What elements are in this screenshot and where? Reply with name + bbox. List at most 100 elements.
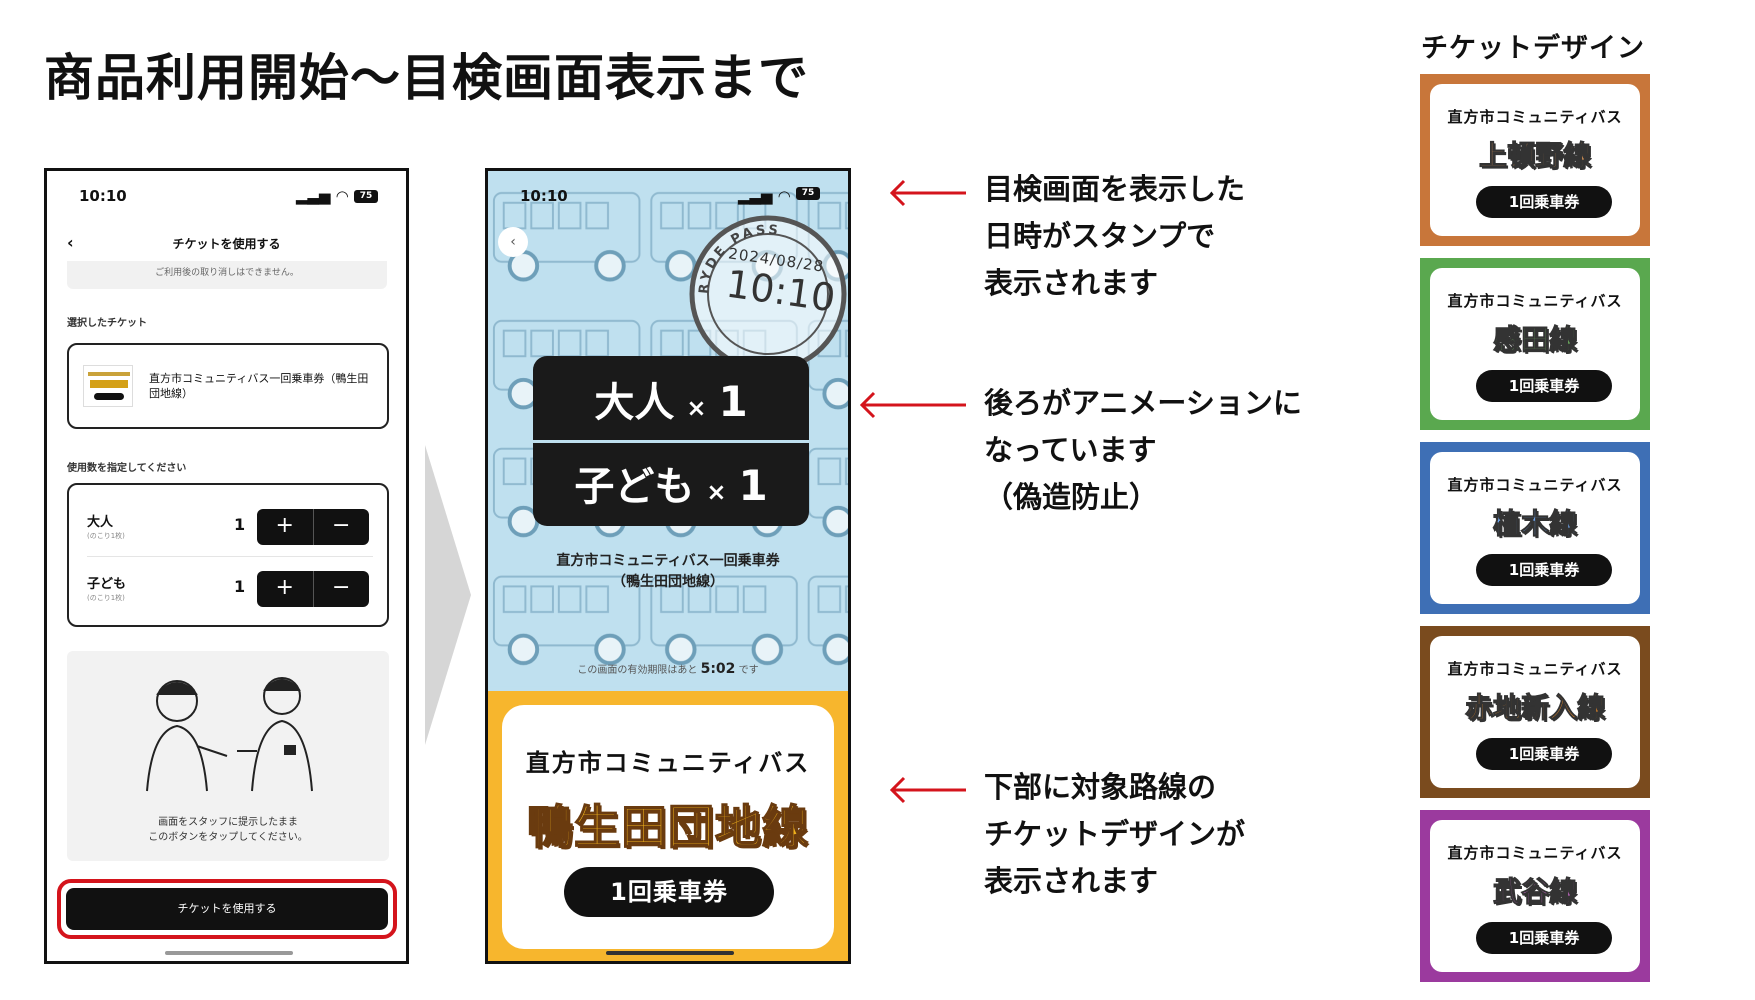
design-card: 直方市コミュニティバス 上頓野線 1回乗車券 <box>1430 84 1640 236</box>
status-time: 10:10 <box>520 187 568 205</box>
annotation-design: 下部に対象路線の チケットデザインが 表示されます <box>984 764 1245 905</box>
status-bar: 10:10 ▂▃▅ ◠ 75 <box>488 171 848 211</box>
ticket-design-4: 直方市コミュニティバス 赤地新入線 1回乗車券 <box>1420 626 1650 798</box>
design-org: 直方市コミュニティバス <box>1447 660 1623 678</box>
back-icon[interactable]: ‹ <box>67 233 74 252</box>
annotation-line: （偽造防止） <box>984 480 1159 514</box>
row-remaining: (のこり1枚) <box>87 532 125 540</box>
design-card: 直方市コミュニティバス 武谷線 1回乗車券 <box>1430 820 1640 972</box>
nav-bar: ‹ チケットを使用する <box>47 233 406 257</box>
annotation-line: 目検画面を表示した <box>984 172 1246 206</box>
passenger-count-box: 大人×1 子ども×1 <box>533 356 809 526</box>
annotation-line: 後ろがアニメーションに <box>984 386 1302 420</box>
expire-time: 5:02 <box>700 661 736 677</box>
design-badge: 1回乗車券 <box>1476 554 1612 586</box>
status-icons: ▂▃▅ ◠ 75 <box>738 187 820 205</box>
ticket-design-card: 直方市コミュニティバス 鴨生田団地線 1回乗車券 <box>502 705 834 949</box>
design-org: 直方市コミュニティバス <box>1447 292 1623 310</box>
phone-inspection-screen: 10:10 ▂▃▅ ◠ 75 ‹ RYDE PASS 2024/08/28 10… <box>485 168 851 964</box>
annotation-animation: 後ろがアニメーションに なっています （偽造防止） <box>984 380 1302 521</box>
quantity-stepper: + − <box>257 571 369 607</box>
minus-button[interactable]: − <box>332 575 351 600</box>
signal-icon: ▂▃▅ <box>295 187 331 205</box>
design-route: 武谷線 <box>1492 875 1577 909</box>
ticket-org: 直方市コミュニティバス <box>525 749 811 777</box>
back-button[interactable]: ‹ <box>498 227 528 257</box>
battery-icon: 75 <box>796 187 820 200</box>
page-title: 商品利用開始〜目検画面表示まで <box>44 49 809 107</box>
status-bar: 10:10 ▂▃▅ ◠ 75 <box>47 171 406 211</box>
selected-ticket-label: 選択したチケット <box>67 318 147 329</box>
annotation-stamp: 目検画面を表示した 日時がスタンプで 表示されます <box>984 166 1245 307</box>
adult-count: 1 <box>718 377 748 426</box>
ticket-name: 直方市コミュニティバス一回乗車券 （鴨生田団地線） <box>488 551 848 593</box>
expire-note: この画面の有効期限はあと 5:02 です <box>488 661 848 677</box>
staff-people-illustration <box>146 677 313 792</box>
caption-line-1: 画面をスタッフに提示したまま <box>158 817 298 828</box>
illustration-caption: 画面をスタッフに提示したまま このボタンをタップしてください。 <box>67 815 389 845</box>
times-sign: × <box>706 478 727 506</box>
child-count: 1 <box>738 461 768 510</box>
wifi-icon: ◠ <box>778 187 790 205</box>
design-card: 直方市コミュニティバス 感田線 1回乗車券 <box>1430 268 1640 420</box>
home-indicator[interactable] <box>165 951 293 955</box>
minus-button[interactable]: − <box>332 513 351 538</box>
design-route: 感田線 <box>1492 323 1577 357</box>
plus-button[interactable]: + <box>257 509 314 545</box>
ticket-route: 鴨生田団地線 <box>526 799 809 855</box>
design-badge: 1回乗車券 <box>1476 738 1612 770</box>
designs-heading: チケットデザイン <box>1421 33 1645 64</box>
annotation-line: チケットデザインが <box>984 817 1246 851</box>
ticket-design-2: 直方市コミュニティバス 感田線 1回乗車券 <box>1420 258 1650 430</box>
nav-title: チケットを使用する <box>172 237 281 251</box>
row-label: 大人 <box>87 515 114 530</box>
ticket-type-badge: 1回乗車券 <box>564 867 774 917</box>
annotation-line: 日時がスタンプで <box>984 219 1216 253</box>
times-sign: × <box>686 394 707 422</box>
home-indicator[interactable] <box>606 951 734 955</box>
selected-ticket-card: 直方市コミュニティバス一回乗車券（鴨生田団地線） <box>67 343 389 429</box>
expire-suffix: です <box>738 665 759 676</box>
design-org: 直方市コミュニティバス <box>1447 108 1623 126</box>
phone-use-ticket-screen: 10:10 ▂▃▅ ◠ 75 ‹ チケットを使用する ご利用後の取り消しはできま… <box>44 168 409 964</box>
date-stamp: RYDE PASS <box>689 215 847 373</box>
caption-line-2: このボタンをタップしてください。 <box>148 832 308 843</box>
left-arrow-icon <box>859 391 966 419</box>
highlight-frame: チケットを使用する <box>57 879 397 939</box>
plus-button[interactable]: + <box>257 571 314 607</box>
design-card: 直方市コミュニティバス 植木線 1回乗車券 <box>1430 452 1640 604</box>
use-ticket-button[interactable]: チケットを使用する <box>66 888 388 930</box>
child-label: 子ども <box>574 464 695 510</box>
adult-count-line: 大人×1 <box>533 370 809 428</box>
quantity-stepper: + − <box>257 509 369 545</box>
status-time: 10:10 <box>79 187 127 205</box>
ticket-design-3: 直方市コミュニティバス 植木線 1回乗車券 <box>1420 442 1650 614</box>
status-icons: ▂▃▅ ◠ 75 <box>296 187 378 205</box>
design-card: 直方市コミュニティバス 赤地新入線 1回乗車券 <box>1430 636 1640 788</box>
annotation-line: なっています <box>984 433 1157 467</box>
cancel-notice: ご利用後の取り消しはできません。 <box>67 261 387 289</box>
design-route: 赤地新入線 <box>1464 691 1605 725</box>
design-org: 直方市コミュニティバス <box>1447 844 1623 862</box>
count-card: 大人 (のこり1枚) 1 + − 子ども (のこり1枚) 1 + − <box>67 483 389 627</box>
ticket-design-1: 直方市コミュニティバス 上頓野線 1回乗車券 <box>1420 74 1650 246</box>
row-remaining: (のこり1枚) <box>87 594 125 602</box>
ticket-design-panel: 直方市コミュニティバス 鴨生田団地線 1回乗車券 <box>488 691 848 961</box>
row-label: 子ども <box>87 577 127 592</box>
child-count-line: 子ども × 1 <box>533 454 809 512</box>
next-step-arrow-icon <box>425 445 471 745</box>
ticket-name: 直方市コミュニティバス一回乗車券（鴨生田団地線） <box>149 372 369 400</box>
left-arrow-icon <box>889 776 966 804</box>
count-row-adult: 大人 (のこり1枚) 1 + − <box>69 503 387 551</box>
design-badge: 1回乗車券 <box>1476 370 1612 402</box>
annotation-line: 表示されます <box>984 266 1159 300</box>
design-org: 直方市コミュニティバス <box>1447 476 1623 494</box>
annotation-line: 表示されます <box>984 864 1159 898</box>
ticket-thumbnail <box>83 365 133 407</box>
design-badge: 1回乗車券 <box>1476 922 1612 954</box>
ticket-design-5: 直方市コミュニティバス 武谷線 1回乗車券 <box>1420 810 1650 982</box>
ticket-name-line-1: 直方市コミュニティバス一回乗車券 <box>556 553 780 569</box>
battery-icon: 75 <box>354 189 378 203</box>
left-arrow-icon <box>889 179 966 207</box>
